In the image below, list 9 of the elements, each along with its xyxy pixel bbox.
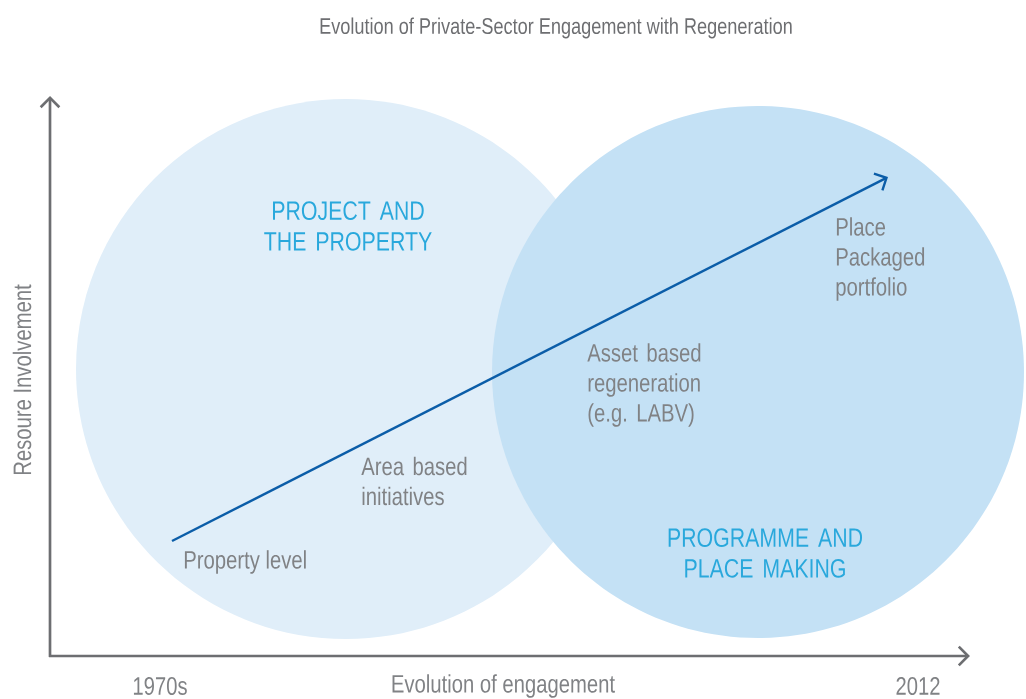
stage-label: Property level	[184, 550, 306, 574]
axis-label: Resoure Involvement	[12, 284, 32, 475]
stage-label: Place Packaged portfolio	[836, 217, 925, 301]
title: Evolution of Private-Sector Engagement with Regeneration	[320, 17, 792, 39]
axis-label: Evolution of engagement	[392, 674, 615, 698]
axis-label: 1970s	[133, 677, 187, 695]
axis-label: 2012	[896, 677, 940, 695]
stage-label: Area based initiatives	[361, 456, 467, 506]
arrow	[171, 172, 888, 543]
